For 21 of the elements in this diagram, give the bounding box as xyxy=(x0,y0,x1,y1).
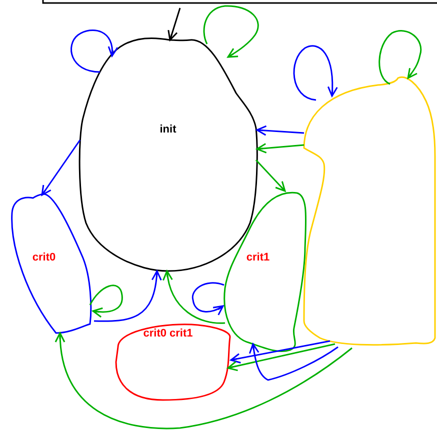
transition-arrow xyxy=(227,343,336,372)
self-loop-arrow xyxy=(89,284,123,318)
self-loop-arrow xyxy=(70,30,118,73)
transition-arrow xyxy=(94,270,162,322)
transition-arrow xyxy=(41,140,81,196)
transition-arrow xyxy=(256,143,304,154)
transition-arrow xyxy=(248,343,338,381)
self-loop-arrow xyxy=(192,282,224,316)
state-label: crit0 xyxy=(32,252,56,264)
transition-arrow xyxy=(163,270,226,324)
transition-arrow xyxy=(55,332,352,430)
transition-arrow xyxy=(256,125,304,136)
state-label: crit1 xyxy=(246,252,270,264)
self-loop-arrow xyxy=(293,45,338,101)
transition-arrow xyxy=(230,340,330,364)
transition-arrow xyxy=(168,8,181,41)
self-loop-arrow xyxy=(378,30,422,85)
transition-arrow xyxy=(255,159,286,192)
state-label: crit0 crit1 xyxy=(143,328,193,340)
state-label: init xyxy=(160,124,176,136)
self-loop-arrow xyxy=(203,5,259,58)
